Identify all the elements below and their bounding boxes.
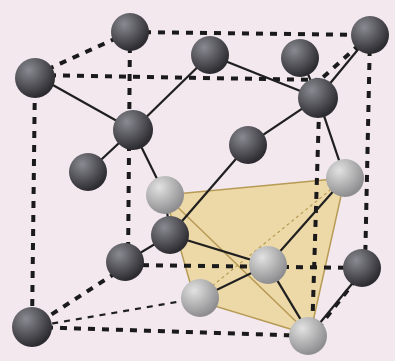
atom-light bbox=[326, 159, 364, 197]
atom-dark bbox=[298, 78, 338, 118]
atom-dark bbox=[113, 110, 153, 150]
bond bbox=[169, 144, 249, 236]
atom-dark bbox=[351, 16, 389, 54]
atom-dark bbox=[281, 39, 319, 77]
atom-dark bbox=[151, 216, 189, 254]
cube-edge bbox=[310, 79, 322, 337]
bond bbox=[267, 177, 346, 266]
cube-edge bbox=[318, 33, 372, 82]
cube-edge bbox=[31, 325, 313, 338]
atom-dark bbox=[106, 243, 144, 281]
cube-edge bbox=[363, 34, 372, 269]
atom-dark bbox=[15, 58, 55, 98]
atom-dark bbox=[229, 126, 267, 164]
cube-edge bbox=[129, 30, 371, 37]
atom-light bbox=[289, 317, 327, 355]
atoms bbox=[12, 13, 389, 355]
atom-light bbox=[181, 279, 219, 317]
atom-light bbox=[249, 246, 287, 284]
atom-dark bbox=[343, 249, 381, 287]
atom-dark bbox=[12, 307, 52, 347]
tetrahedron-edge bbox=[194, 177, 346, 301]
atom-dark bbox=[191, 36, 229, 74]
atom-dark bbox=[69, 153, 107, 191]
cube-edge bbox=[127, 263, 366, 270]
cube-edge bbox=[30, 74, 37, 328]
atom-light bbox=[146, 176, 184, 214]
atom-dark bbox=[111, 13, 149, 51]
bond bbox=[31, 296, 201, 329]
cube-edge bbox=[34, 73, 321, 82]
